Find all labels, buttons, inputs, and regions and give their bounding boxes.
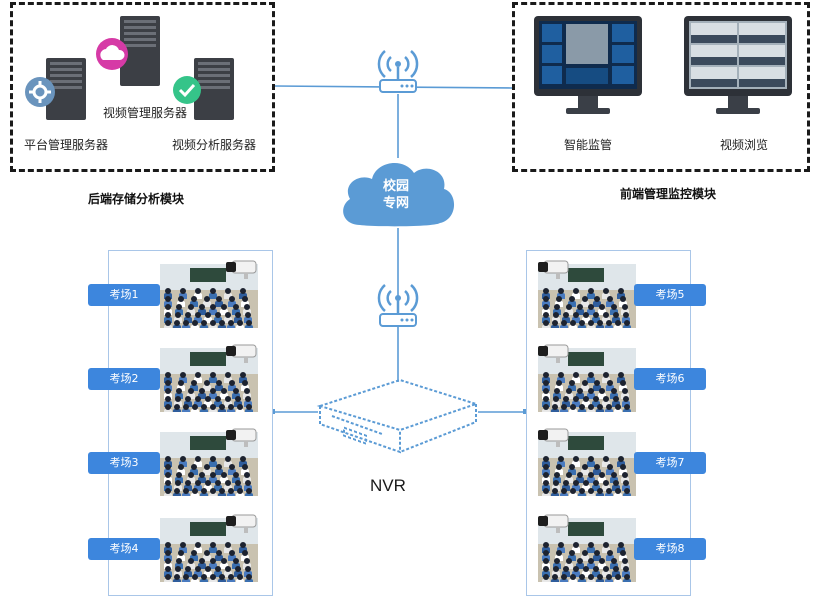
exam-room-label[interactable]: 考场7 [634, 452, 706, 474]
classroom-snapshot [538, 348, 636, 412]
campus-network-label: 校园 专网 [366, 178, 426, 212]
camera-icon [226, 260, 257, 279]
video-analysis-server-label: 视频分析服务器 [172, 138, 257, 152]
smart-monitor-icon [534, 16, 642, 114]
exam-room-label[interactable]: 考场5 [634, 284, 706, 306]
video-browse-monitor-icon [684, 16, 792, 114]
exam-room-label[interactable]: 考场2 [88, 368, 160, 390]
video-analysis-server-icon [173, 58, 234, 120]
exam-room-label[interactable]: 考场8 [634, 538, 706, 560]
exam-room-label[interactable]: 考场3 [88, 452, 160, 474]
video-browse-monitor-label: 视频浏览 [720, 138, 769, 152]
top-router-icon [377, 50, 419, 93]
nvr-label: NVR [370, 476, 406, 495]
classroom-snapshot [538, 264, 636, 328]
exam-room-label[interactable]: 考场1 [88, 284, 160, 306]
video-management-server-label: 视频管理服务器 [103, 106, 188, 120]
exam-room-label[interactable]: 考场4 [88, 538, 160, 560]
camera-icon [538, 514, 569, 533]
camera-icon [538, 260, 569, 279]
backend-module-title: 后端存储分析模块 [88, 192, 185, 206]
exam-room-label[interactable]: 考场6 [634, 368, 706, 390]
campus-network-line1: 校园 [382, 179, 409, 194]
classroom-snapshot [160, 348, 258, 412]
campus-network-cloud-icon [343, 162, 455, 227]
backend-module-box [10, 2, 275, 172]
camera-icon [538, 428, 569, 447]
video-management-server-icon [96, 16, 160, 86]
classroom-snapshot [160, 264, 258, 328]
camera-icon [226, 344, 257, 363]
smart-monitor-label: 智能监管 [564, 138, 613, 152]
platform-server-label: 平台管理服务器 [24, 138, 109, 152]
middle-router-icon [377, 284, 419, 327]
camera-icon [226, 514, 257, 533]
camera-icon [538, 344, 569, 363]
nvr-device-icon [316, 378, 480, 454]
campus-network-line2: 专网 [382, 196, 409, 211]
frontend-module-title: 前端管理监控模块 [620, 187, 717, 201]
platform-server-icon [25, 58, 86, 120]
classroom-snapshot [538, 432, 636, 496]
frontend-module-box [512, 2, 810, 172]
camera-icon [226, 428, 257, 447]
